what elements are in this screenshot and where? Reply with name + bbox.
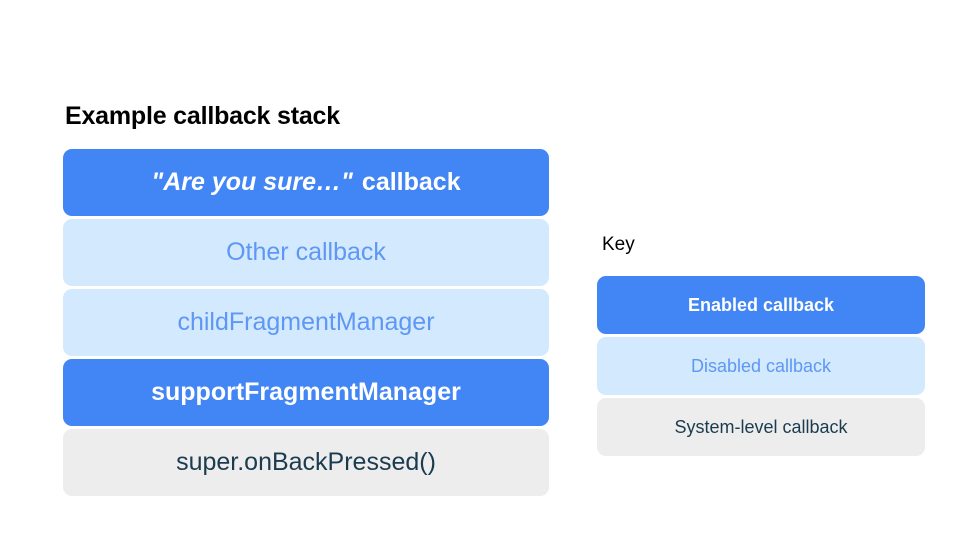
stack-bar-support-fragment-manager: supportFragmentManager — [63, 359, 549, 426]
stack-bar-are-you-sure-callback: "Are you sure…" callback — [63, 149, 549, 216]
stack-bar-super-on-back-pressed: super.onBackPressed() — [63, 429, 549, 496]
stack-bar-label: super.onBackPressed() — [176, 448, 436, 476]
key-item-label: System-level callback — [674, 416, 848, 437]
key-item-disabled-callback: Disabled callback — [597, 337, 925, 395]
stack-bar-other-callback: Other callback — [63, 219, 549, 286]
callback-stack-list: "Are you sure…" callback Other callback c… — [63, 149, 549, 496]
callback-stack-section: Example callback stack "Are you sure…" ca… — [63, 99, 549, 496]
stack-title: Example callback stack — [65, 102, 340, 130]
stack-bar-child-fragment-manager: childFragmentManager — [63, 289, 549, 356]
stack-bar-label: Other callback — [226, 238, 386, 266]
stack-bar-quoted-label: "Are you sure…" — [151, 168, 353, 196]
key-title: Key — [602, 234, 635, 255]
key-item-enabled-callback: Enabled callback — [597, 276, 925, 334]
stack-bar-plain-label: callback — [361, 168, 461, 196]
stack-bar-label: childFragmentManager — [177, 308, 435, 336]
key-item-label: Enabled callback — [687, 294, 835, 315]
key-legend-section: Key Enabled callback Disabled callback S… — [597, 232, 925, 456]
key-item-system-level-callback: System-level callback — [597, 398, 925, 456]
key-legend-list: Enabled callback Disabled callback Syste… — [597, 276, 925, 456]
key-item-label: Disabled callback — [690, 355, 832, 376]
stack-bar-label: supportFragmentManager — [151, 378, 461, 406]
